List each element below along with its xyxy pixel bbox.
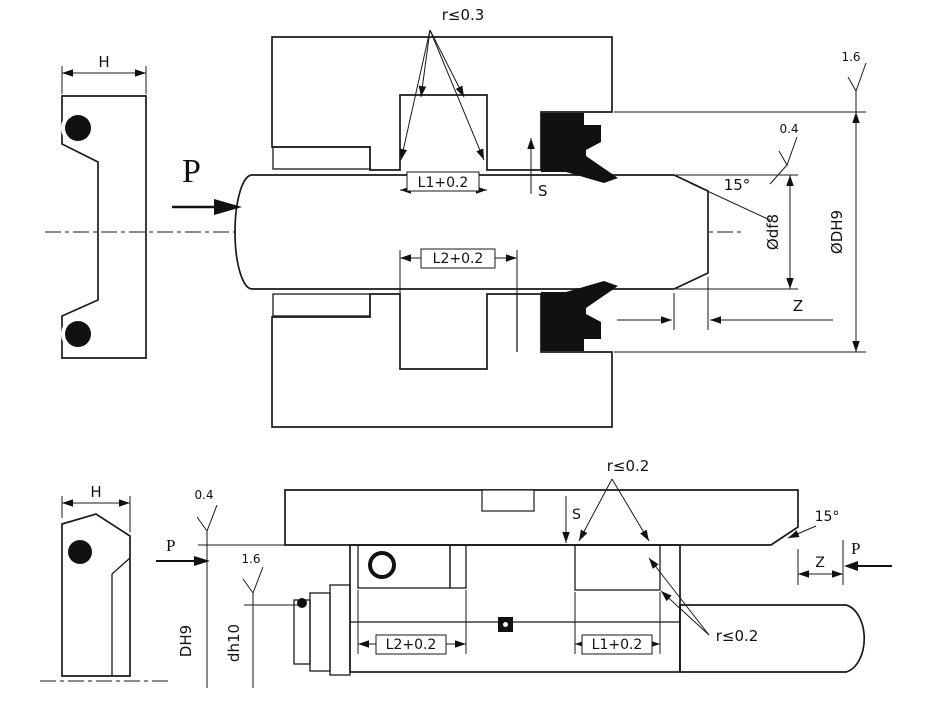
label-radius-note-groove-top: r≤0.2 [607, 457, 650, 475]
label-roughness-bore-bottom: 0.4 [194, 488, 213, 502]
label-h-top: H [98, 53, 109, 71]
roughness-symbol-04-top [778, 136, 798, 167]
roughness-symbol-16-bottom [242, 566, 264, 595]
backup-ring-lower [272, 293, 371, 317]
label-bore-diameter-bottom: DH9 [177, 625, 195, 657]
label-chamfer-angle-bottom: 15° [815, 509, 840, 525]
label-l2-bottom: L2+0.2 [386, 637, 437, 653]
roughness-symbol-04-bottom [196, 504, 218, 533]
oring-in-groove [368, 551, 396, 579]
seal-profile-bottom-view [61, 513, 131, 677]
washer-stack [293, 599, 311, 665]
label-pressure-left-bottom: P [166, 536, 175, 555]
label-pressure-right-bottom: P [851, 539, 860, 558]
seal-profile-top-view [61, 95, 147, 359]
oring-bottom-view [68, 540, 92, 564]
label-roughness-bore-top: 1.6 [841, 50, 860, 64]
label-pressure-top: P [182, 153, 201, 190]
rod-shaft-bottom [679, 604, 866, 673]
top-section-view: H P r≤0.3 L1+0.2 L2+0.2 S 15° 0.4 [45, 6, 867, 428]
label-s-bottom: S [572, 507, 581, 523]
backup-ring-upper [272, 146, 371, 170]
backup-ring-bottom-view [449, 544, 467, 589]
label-s-top: S [538, 182, 548, 200]
label-z-top: Z [793, 297, 803, 315]
wiper-seal-upper [541, 113, 618, 183]
nut-block-2 [329, 584, 351, 676]
label-rod-diameter-top: Ødf8 [764, 214, 782, 250]
nut-block-1 [309, 592, 331, 672]
wiper-seal-lower [541, 281, 618, 351]
label-h-bottom: H [90, 483, 101, 501]
small-seal-dot [297, 598, 307, 608]
label-chamfer-angle-top: 15° [724, 176, 751, 194]
housing-lower-block [271, 293, 613, 428]
pressure-arrow-head-left-bottom [194, 556, 210, 566]
pressure-arrow-head-top [214, 199, 242, 215]
pressure-arrow-head-right-bottom [844, 561, 858, 571]
roughness-symbol-16-top [847, 62, 867, 93]
seal-groove-l1 [574, 544, 661, 591]
housing-port-notch [481, 489, 535, 512]
bottom-section-view: H 0.4 DH9 P 1.6 dh10 [40, 457, 892, 688]
oring-upper [65, 115, 91, 141]
label-roughness-rod-bottom: 1.6 [241, 552, 260, 566]
rod-shaft [234, 174, 709, 290]
label-radius-note-top: r≤0.3 [442, 6, 485, 24]
label-z-bottom: Z [815, 555, 825, 571]
label-radius-note-groove-bottom: r≤0.2 [716, 627, 759, 645]
key-pin-dot [503, 622, 508, 627]
label-l2-top: L2+0.2 [433, 251, 484, 267]
label-l1-bottom: L1+0.2 [592, 637, 643, 653]
label-bore-diameter-top: ØDH9 [828, 210, 846, 254]
oring-lower [65, 321, 91, 347]
label-roughness-chamfer: 0.4 [779, 122, 798, 136]
housing-bottom-view [284, 489, 799, 546]
label-rod-diameter-bottom: dh10 [225, 624, 243, 662]
label-l1-top: L1+0.2 [418, 175, 469, 191]
